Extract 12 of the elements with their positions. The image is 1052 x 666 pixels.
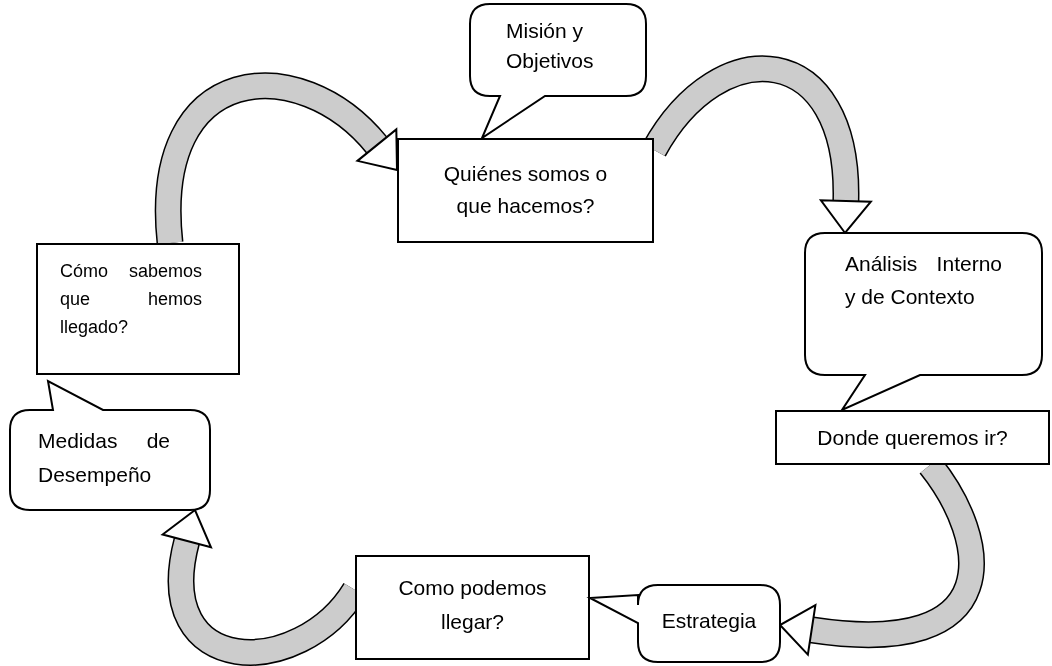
box-text: Donde queremos ir? — [816, 425, 1009, 451]
callout-text: Misión y Objetivos — [506, 18, 595, 74]
process-box — [775, 410, 1050, 465]
box-text: Cómo sabemos que hemos llegado? — [60, 260, 202, 339]
process-box — [355, 555, 590, 660]
callout-text: Medidas de Desempeño — [38, 428, 170, 488]
callout-text: Estrategia — [660, 608, 758, 634]
process-box — [36, 243, 240, 375]
callout-text: Análisis Interno y de Contexto — [845, 251, 1002, 310]
box-text: Como podemos llegar? — [397, 575, 548, 635]
process-box — [397, 138, 654, 243]
box-text: Quiénes somos o que hacemos? — [442, 161, 609, 219]
